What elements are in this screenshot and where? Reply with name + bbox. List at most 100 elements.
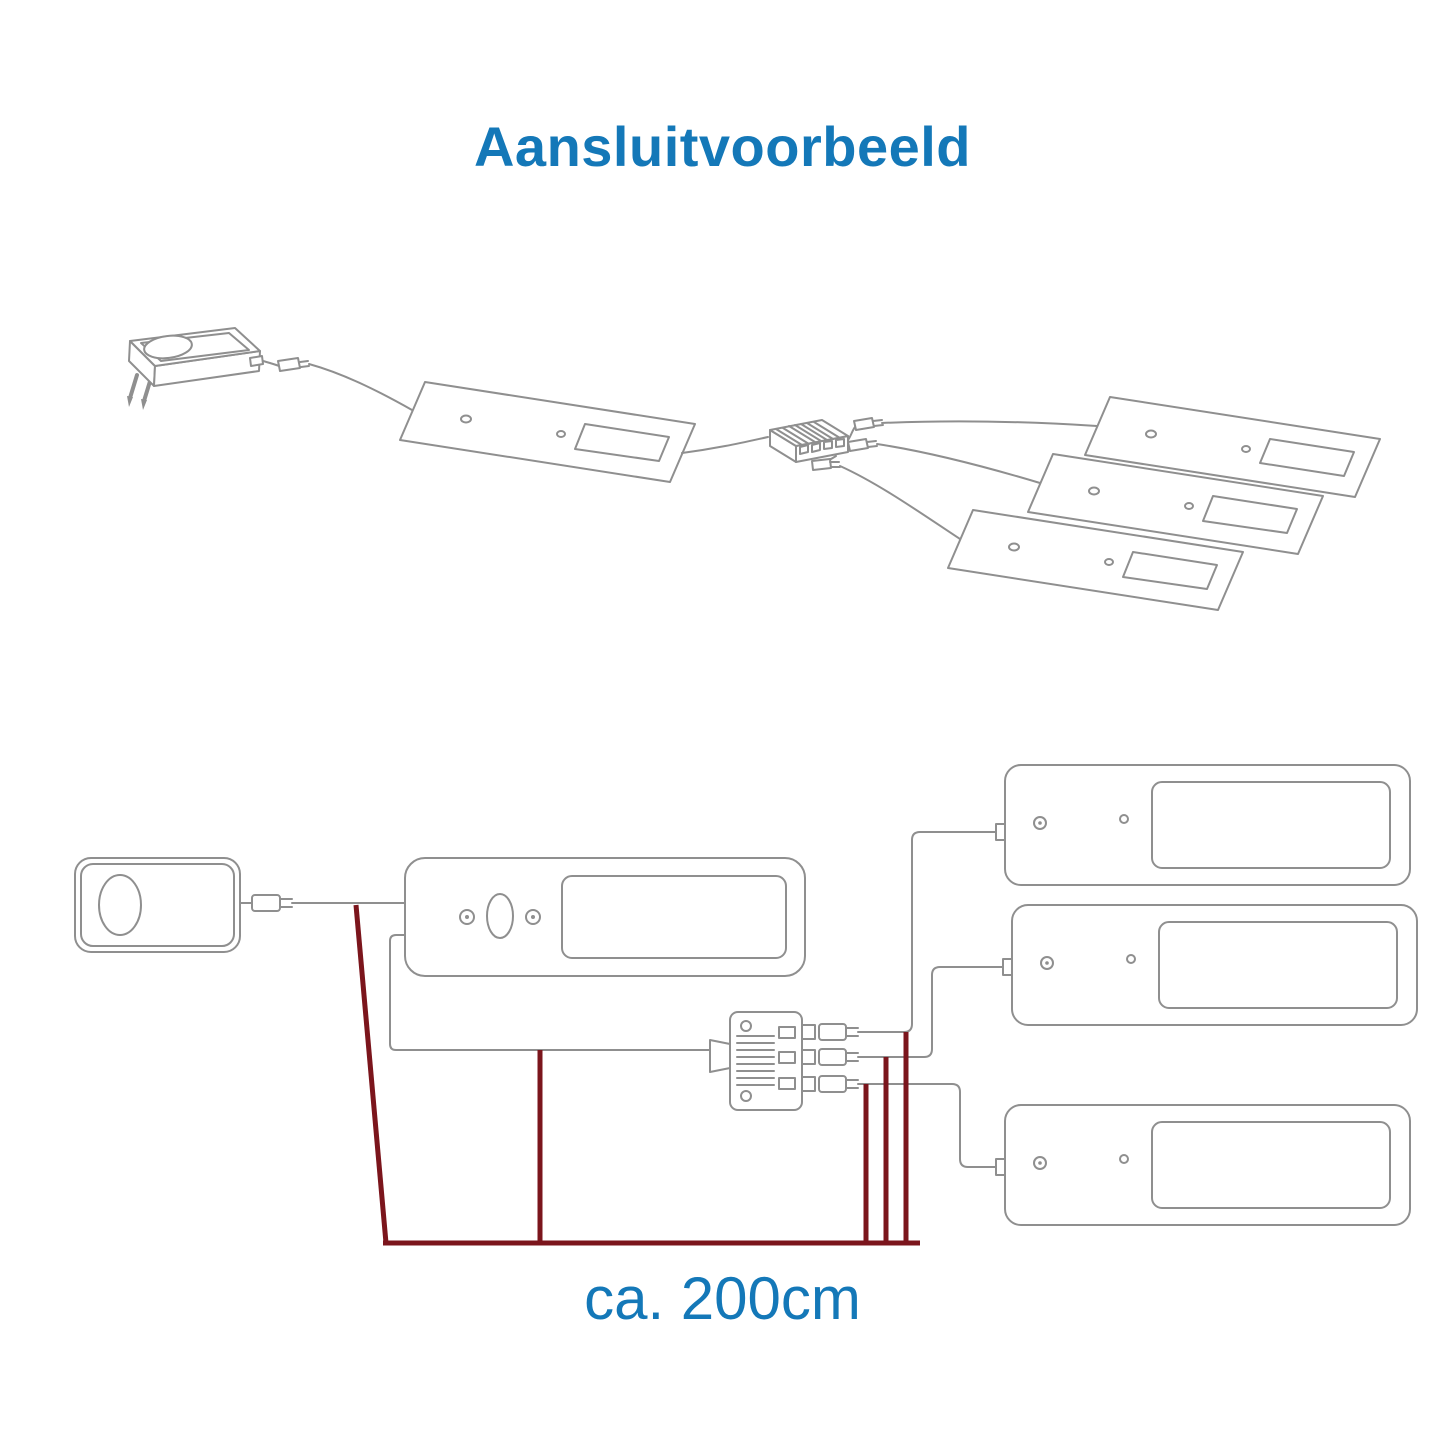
inline-connector-iso	[847, 438, 878, 452]
led-window	[574, 423, 670, 462]
inline-connector-iso	[853, 417, 884, 431]
cable	[681, 436, 769, 454]
adapter-oval-button	[98, 874, 142, 936]
panel-body	[1004, 764, 1411, 886]
mounting-hole	[1126, 954, 1136, 964]
led-panel-iso-4	[947, 509, 1244, 611]
inline-connector-flat	[818, 1075, 859, 1093]
inline-connector-flat	[251, 894, 293, 912]
panel-input-connector	[1002, 958, 1013, 976]
adapter-inner-outline	[80, 863, 235, 947]
distributor-box-iso	[769, 419, 849, 463]
power-plug-adapter-flat	[74, 857, 241, 953]
connector-prongs	[279, 898, 293, 908]
flat-wiring-diagram	[74, 764, 1418, 1246]
box-output-stub	[801, 1049, 816, 1065]
power-plug-adapter-iso	[127, 327, 264, 410]
panel-body	[947, 509, 1244, 611]
connector-prongs	[299, 360, 310, 368]
led-panel-iso-1	[399, 381, 696, 483]
mounting-hole	[1184, 502, 1194, 510]
inline-connector-iso	[277, 357, 310, 372]
cable	[389, 934, 715, 1051]
sensor-oval	[486, 893, 514, 939]
cable	[839, 465, 961, 540]
mounting-hole	[460, 414, 472, 424]
led-window	[561, 875, 787, 959]
screw-dot	[1038, 821, 1042, 825]
panel-body	[1011, 904, 1418, 1026]
panel-body	[399, 381, 696, 483]
box-port	[835, 438, 845, 448]
box-output-stub	[801, 1024, 816, 1040]
cable	[857, 1083, 1006, 1168]
mounting-hole	[1241, 445, 1251, 453]
cable	[857, 831, 1006, 1033]
panel-body	[1084, 396, 1381, 498]
cable	[876, 443, 1041, 484]
box-port	[811, 442, 821, 453]
panel-body	[1027, 453, 1324, 555]
isometric-connection-diagram	[127, 327, 1381, 611]
mounting-hole	[1119, 1154, 1129, 1164]
mounting-hole	[556, 430, 566, 438]
cable	[262, 360, 280, 367]
cable	[308, 363, 413, 411]
inline-connector-iso	[811, 458, 841, 471]
inline-connector-flat	[818, 1023, 859, 1041]
box-ribs	[736, 1035, 775, 1086]
led-window	[1202, 495, 1298, 534]
led-window	[1259, 438, 1355, 477]
mounting-hole	[1145, 429, 1157, 439]
screw	[1033, 816, 1047, 830]
box-input-connector	[709, 1039, 731, 1073]
distributor-box-flat	[709, 1011, 816, 1111]
led-window	[1122, 551, 1218, 590]
screw	[459, 909, 475, 925]
box-ribs	[775, 421, 841, 446]
screw-dot	[1045, 961, 1049, 965]
screw-dot	[1038, 1161, 1042, 1165]
measure-line	[353, 904, 389, 1244]
plug-prong-tip	[127, 396, 133, 407]
led-panel-flat-3	[1004, 1104, 1411, 1226]
screw	[1033, 1156, 1047, 1170]
adapter-body	[74, 857, 241, 953]
led-panel-flat-1	[1004, 764, 1411, 886]
box-port	[823, 440, 833, 450]
cable-length-label: ca. 200cm	[584, 1265, 861, 1332]
box-output-stub	[801, 1076, 816, 1092]
box-port	[799, 444, 809, 455]
screw-dot	[465, 915, 469, 919]
panel-body	[404, 857, 806, 977]
cable	[857, 966, 1013, 1058]
panel-input-connector	[995, 1158, 1006, 1176]
adapter-oval-button	[143, 334, 193, 360]
screw	[525, 909, 541, 925]
mounting-hole	[1088, 486, 1100, 496]
mounting-hole	[1119, 814, 1129, 824]
led-panel-iso-3	[1027, 453, 1324, 555]
plug-prong-tip	[141, 399, 147, 410]
led-window	[1151, 781, 1391, 869]
mounting-hole	[1008, 542, 1020, 552]
adapter-output-port	[249, 355, 264, 367]
screw-dot	[531, 915, 535, 919]
panel-input-connector	[995, 823, 1006, 841]
controller-panel-flat	[404, 857, 806, 977]
screw	[1040, 956, 1054, 970]
diagram-title: Aansluitvoorbeeld	[473, 115, 972, 178]
box-port	[778, 1077, 796, 1090]
led-window	[1151, 1121, 1391, 1209]
mounting-hole	[1104, 558, 1114, 566]
led-panel-iso-2	[1084, 396, 1381, 498]
box-port	[778, 1051, 796, 1064]
panel-body	[1004, 1104, 1411, 1226]
inline-connector-flat	[818, 1048, 859, 1066]
screw	[740, 1020, 752, 1032]
led-window	[1158, 921, 1398, 1009]
cable-length-markers	[353, 904, 920, 1246]
led-panel-flat-2	[1011, 904, 1418, 1026]
box-port	[778, 1026, 796, 1039]
